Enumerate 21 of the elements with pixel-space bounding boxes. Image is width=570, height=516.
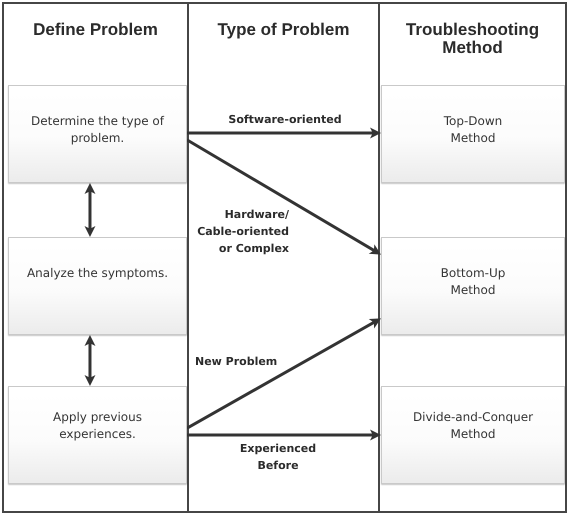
column-heading: Define Problem xyxy=(33,21,158,39)
arrow xyxy=(187,128,381,139)
process-box xyxy=(381,85,565,183)
arrow xyxy=(186,317,382,430)
process-box xyxy=(381,237,565,335)
box-text: Divide-and-Conquer Method xyxy=(412,409,534,443)
arrow xyxy=(186,138,382,256)
double-arrow xyxy=(84,183,96,237)
box-text: Apply previous experiences. xyxy=(52,409,143,443)
double-arrow xyxy=(84,335,96,386)
box-text: Top-Down Method xyxy=(442,113,504,147)
box-text: Determine the type of problem. xyxy=(30,113,166,147)
box-text: Analyze the symptoms. xyxy=(26,265,168,282)
column-heading: Troubleshooting Method xyxy=(404,21,540,57)
box-text: Bottom-Up Method xyxy=(440,265,506,299)
arrow xyxy=(187,430,381,440)
process-box xyxy=(8,237,187,335)
process-box xyxy=(381,386,565,484)
process-box xyxy=(8,85,187,183)
column-heading: Type of Problem xyxy=(218,21,350,39)
process-box xyxy=(8,386,187,484)
